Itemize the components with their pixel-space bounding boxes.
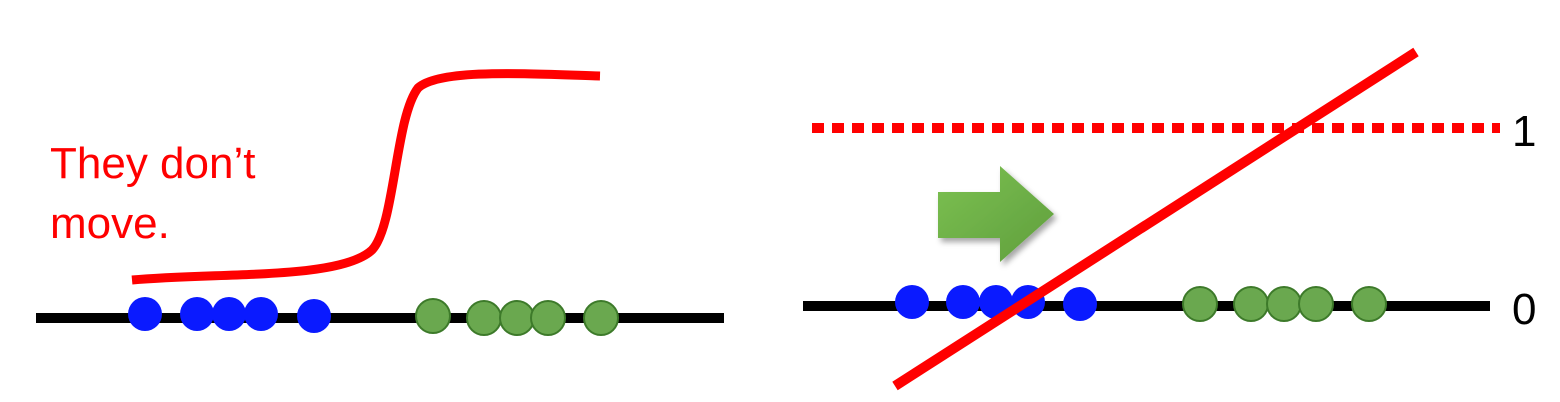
class-a-point <box>946 285 980 319</box>
label-one: 1 <box>1512 107 1536 156</box>
label-zero: 0 <box>1512 285 1536 334</box>
class-b-point <box>1351 286 1387 322</box>
left-class-a-points <box>128 297 331 333</box>
class-b-point <box>415 298 451 334</box>
right-class-b-points <box>1182 286 1387 322</box>
left-panel: They don’t move. <box>36 69 724 336</box>
class-b-point <box>499 300 535 336</box>
linear-fit-line <box>892 47 1419 391</box>
annotation-line-2: move. <box>50 199 170 248</box>
right-arrow-icon <box>938 166 1054 262</box>
class-a-point <box>1063 287 1097 321</box>
class-a-point <box>128 297 162 331</box>
class-b-point <box>1266 286 1302 322</box>
left-class-b-points <box>415 298 619 336</box>
class-b-point <box>466 300 502 336</box>
class-a-point <box>212 297 246 331</box>
class-b-point <box>1182 286 1218 322</box>
class-b-point <box>530 300 566 336</box>
annotation-line-1: They don’t <box>50 139 255 188</box>
right-panel: 1 0 <box>803 47 1536 391</box>
class-b-point <box>1298 286 1334 322</box>
class-a-point <box>297 299 331 333</box>
class-b-point <box>1233 286 1269 322</box>
class-a-point <box>244 297 278 331</box>
class-a-point <box>895 285 929 319</box>
class-a-point <box>180 297 214 331</box>
left-sigmoid-curve <box>131 69 601 285</box>
class-b-point <box>583 300 619 336</box>
